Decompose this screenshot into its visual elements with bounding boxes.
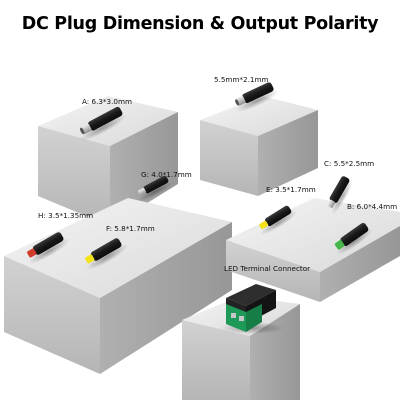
- plug-g-icon: [137, 175, 173, 202]
- block-top: [200, 96, 318, 196]
- plug-top-icon: [235, 82, 280, 112]
- plug-top-label: 5.5mm*2.1mm: [214, 75, 269, 84]
- plug-g-label: G: 4.0*1.7mm: [141, 170, 192, 179]
- plug-a-label: A: 6.3*3.0mm: [82, 97, 132, 106]
- plug-f-label: F: 5.8*1.7mm: [106, 224, 155, 233]
- block-ecb: [226, 198, 400, 302]
- plug-f-icon: [85, 238, 129, 270]
- connector-label: LED Terminal Connector: [224, 264, 311, 273]
- plug-e-label: E: 3.5*1.7mm: [266, 185, 316, 194]
- plug-h-label: H: 3.5*1.35mm: [38, 211, 94, 220]
- plug-a-icon: [80, 106, 127, 141]
- terminal-connector-icon: [220, 284, 284, 334]
- page-title: DC Plug Dimension & Output Polarity: [21, 14, 379, 34]
- plug-c-icon: [327, 176, 353, 215]
- plug-b-label: B: 6.0*4.4mm: [347, 202, 398, 211]
- block-a: [38, 96, 178, 226]
- plug-b-icon: [334, 223, 373, 255]
- plug-h-icon: [27, 232, 71, 264]
- plug-e-icon: [259, 205, 298, 235]
- plug-c-label: C: 5.5*2.5mm: [324, 159, 375, 168]
